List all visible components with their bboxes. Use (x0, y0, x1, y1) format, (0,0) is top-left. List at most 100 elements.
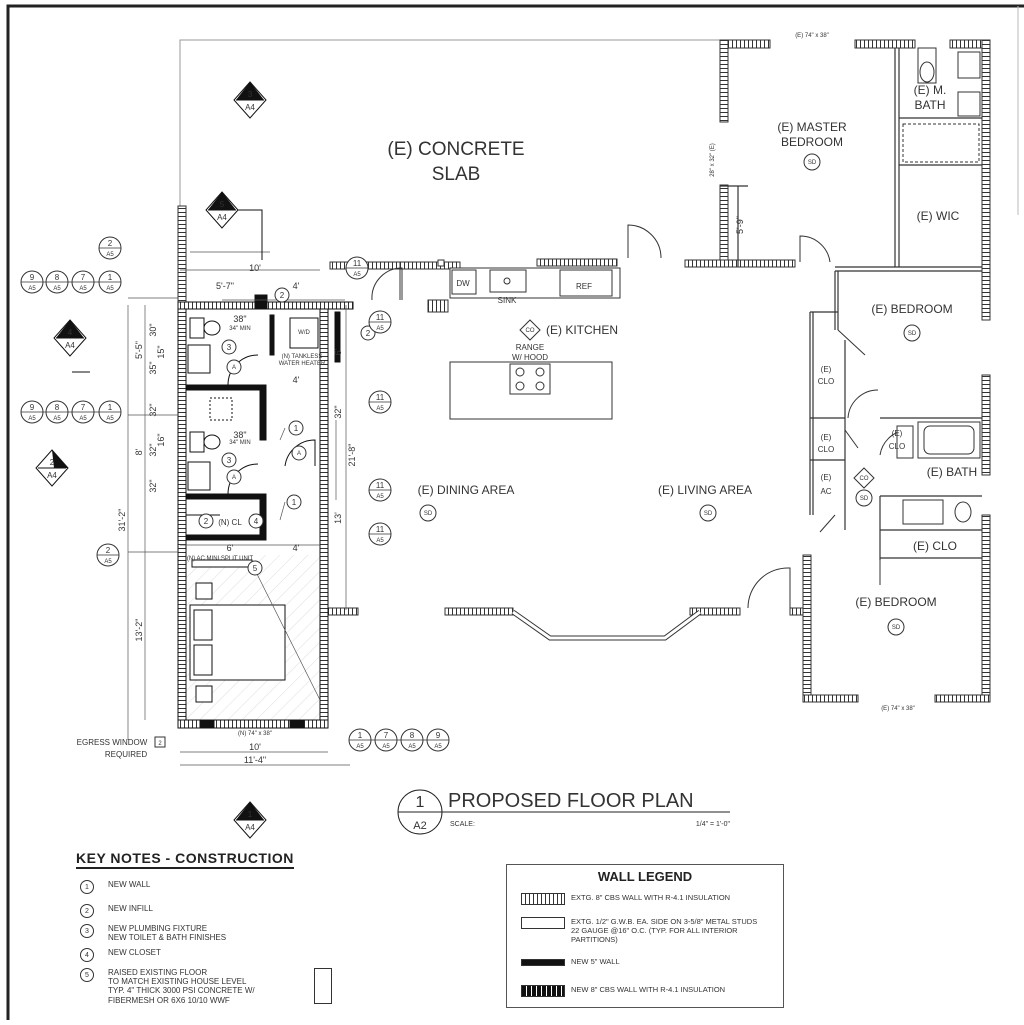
dim-text: 5'-7" (216, 281, 234, 291)
detail-ref-sheet: A5 (53, 416, 61, 422)
existing-walls (177, 39, 991, 703)
keynote-tag: 3 (227, 343, 232, 352)
section-marker-sheet: A4 (47, 471, 57, 480)
dim-text: 32" (148, 403, 158, 416)
key-note-item: 1 NEW WALL (80, 880, 150, 894)
linen-clo-label: CLO (889, 442, 905, 451)
concrete-slab-label: (E) CONCRETE (387, 139, 524, 160)
ref-label: REF (576, 282, 592, 291)
detail-ref-number: 7 (81, 403, 86, 412)
n-cl-label: (N) CL (218, 518, 242, 527)
detail-ref-number: 2 (106, 546, 111, 555)
detail-ref-sheet: A5 (53, 286, 61, 292)
detail-ref-sheet: A5 (376, 494, 384, 500)
dim-text: 4' (293, 375, 300, 385)
new-8-wall-swatch (521, 985, 565, 997)
detail-ref-number: 1 (358, 731, 363, 740)
m-bath-label: (E) M. (914, 83, 947, 97)
detail-ref-sheet: A5 (104, 559, 112, 565)
clo-label: (E) CLO (913, 539, 957, 553)
window-note-top: (E) 74" x 38" (795, 33, 829, 39)
cbs-wall-swatch (521, 893, 565, 905)
keynote-tag: 2 (366, 329, 371, 338)
sink-label: SINK (498, 296, 517, 305)
dim-text: 10' (249, 263, 261, 273)
clo-label-1: CLO (818, 377, 834, 386)
keynote-tag: 1 (294, 424, 299, 433)
clear-note-2: 34" MIN (229, 440, 250, 446)
detail-ref-sheet: A5 (376, 538, 384, 544)
section-marker-sheet: A4 (245, 103, 255, 112)
key-note-text: NEW PLUMBING FIXTURE (108, 924, 208, 933)
detail-ref-number: 2 (108, 239, 113, 248)
detail-ref-number: 11 (353, 259, 362, 268)
legend-row-new5: NEW 5" WALL (521, 957, 761, 966)
key-note-number: 4 (80, 948, 94, 962)
detail-ref-number: 11 (376, 525, 385, 534)
legend-row-cbs: EXTG. 8" CBS WALL WITH R-4.1 INSULATION (521, 893, 761, 905)
water-heater-label: (N) TANKLESS (282, 354, 323, 360)
sd-symbol: SD (908, 331, 917, 337)
key-note-number: 3 (80, 924, 94, 938)
legend-text: NEW 5" WALL (571, 957, 620, 966)
title-number: 1 (416, 794, 425, 811)
detail-ref-sheet: A5 (106, 416, 114, 422)
key-note-text: NEW INFILL (108, 904, 153, 913)
detail-ref-number: 1 (108, 273, 113, 282)
water-heater-label-2: WATER HEATER (279, 361, 326, 367)
plan-keynote-tags (198, 287, 376, 576)
key-note-text: RAISED EXISTING FLOOR (108, 968, 208, 977)
stud-wall-swatch (521, 917, 565, 929)
detail-ref-sheet: A5 (79, 416, 87, 422)
raised-floor-symbol (314, 968, 332, 1004)
co-symbol: CO (526, 328, 535, 334)
detail-ref-sheet: A5 (376, 406, 384, 412)
sheet-border (6, 4, 1024, 1025)
detail-ref-number: 9 (30, 273, 35, 282)
detail-ref-number: 11 (376, 481, 385, 490)
section-marker-number: 5 (220, 200, 225, 209)
detail-ref-sheet: A5 (434, 744, 442, 750)
clear-note-1: 34" MIN (229, 326, 250, 332)
scale-label: SCALE: (450, 821, 475, 828)
dim-text: 28" x 32" (E) (710, 143, 716, 177)
section-marker-number: 3 (248, 90, 253, 99)
dim-text: 16" (156, 433, 166, 446)
dim-text: 38" (233, 430, 246, 440)
legend-text: EXTG. 8" CBS WALL WITH R-4.1 INSULATION (571, 893, 731, 902)
egress-label: EGRESS WINDOW (77, 738, 148, 747)
scale-value: 1/4" = 1'-0" (696, 821, 731, 828)
detail-ref-sheet: A5 (376, 326, 384, 332)
sd-symbol: SD (860, 496, 869, 502)
key-notes-construction: KEY NOTES - CONSTRUCTION 1 NEW WALL 2 NE… (76, 850, 366, 1005)
dim-text: 15" (156, 345, 166, 358)
detail-ref-sheet: A5 (106, 286, 114, 292)
dim-text: 5'-5" (134, 341, 144, 359)
key-note-number: 1 (80, 880, 94, 894)
door-tags (226, 359, 307, 485)
section-marker-sheet: A4 (245, 823, 255, 832)
detail-ref-number: 11 (376, 393, 385, 402)
dim-text: 4' (293, 281, 300, 291)
detail-ref-number: 9 (30, 403, 35, 412)
legend-text: NEW 8" CBS WALL WITH R-4.1 INSULATION (571, 985, 726, 994)
ac-e: (E) (821, 473, 832, 482)
key-note-item: 2 NEW INFILL (80, 904, 153, 918)
keynote-tag: 2 (280, 291, 285, 300)
clo-e-1: (E) (821, 365, 832, 374)
legend-row-stud: EXTG. 1/2" G.W.B. EA. SIDE ON 3-5/8" MET… (521, 917, 761, 944)
section-marker-number: 2 (50, 458, 55, 467)
detail-ref-number: 8 (410, 731, 415, 740)
smoke-detectors (419, 153, 921, 636)
key-note-number: 2 (80, 904, 94, 918)
doors (371, 224, 906, 609)
sd-symbol: SD (704, 511, 713, 517)
dining-label: (E) DINING AREA (418, 483, 515, 497)
key-note-text: NEW TOILET & BATH FINISHES (108, 933, 227, 943)
detail-ref-number: 1 (108, 403, 113, 412)
linen-clo-e: (E) (892, 429, 903, 438)
dim-text: 21'-8" (347, 444, 357, 467)
